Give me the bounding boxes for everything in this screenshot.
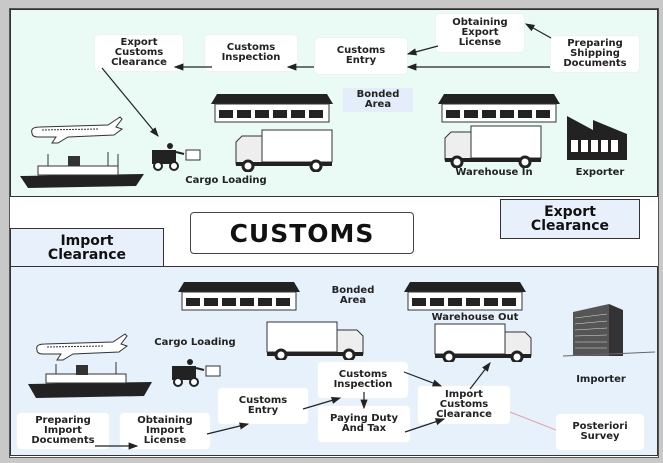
label-import-cargo-loading: Cargo Loading xyxy=(154,337,236,348)
forklift-icon xyxy=(152,143,201,171)
airplane-icon xyxy=(31,116,124,144)
truck-icon xyxy=(444,125,542,168)
factory-icon xyxy=(567,116,627,160)
warehouse-icon xyxy=(404,282,526,311)
label-import-bonded-area: Bonded Area xyxy=(331,285,375,306)
step-import-customs-inspection: Customs Inspection xyxy=(318,362,408,398)
forklift-icon xyxy=(172,359,221,387)
step-import-customs-entry: Customs Entry xyxy=(218,388,308,424)
step-export-customs-inspection: Customs Inspection xyxy=(205,35,297,71)
step-preparing-shipping-documents: Preparing Shipping Documents xyxy=(551,36,639,72)
step-preparing-import-documents: Preparing Import Documents xyxy=(17,413,109,449)
truck-icon xyxy=(235,129,333,172)
truck-icon xyxy=(434,323,532,362)
step-obtaining-export-license: Obtaining Export License xyxy=(436,14,524,52)
warehouse-icon xyxy=(438,94,560,123)
label-export-cargo-loading: Cargo Loading xyxy=(185,175,267,186)
tab-export-clearance[interactable]: Export Clearance xyxy=(500,199,640,239)
page-title: CUSTOMS xyxy=(190,212,414,254)
label-export-bonded-area: Bonded Area xyxy=(343,88,413,112)
truck-icon xyxy=(266,321,364,360)
step-obtaining-import-license: Obtaining Import License xyxy=(120,413,210,449)
tab-import-clearance[interactable]: Import Clearance xyxy=(10,228,164,267)
step-paying-duty-and-tax: Paying Duty And Tax xyxy=(318,406,410,442)
label-warehouse-in: Warehouse In xyxy=(455,167,533,178)
step-export-customs-entry: Customs Entry xyxy=(315,38,407,74)
warehouse-icon xyxy=(211,94,333,123)
warehouse-icon xyxy=(178,282,300,311)
ship-icon xyxy=(20,152,144,188)
ship-icon xyxy=(28,362,152,398)
step-import-customs-clearance: Import Customs Clearance xyxy=(418,386,510,424)
label-importer: Importer xyxy=(576,374,626,385)
label-warehouse-out: Warehouse Out xyxy=(431,312,519,323)
building-icon xyxy=(563,304,655,357)
label-exporter: Exporter xyxy=(575,167,625,178)
airplane-icon xyxy=(36,333,129,361)
step-posteriori-survey: Posteriori Survey xyxy=(556,414,644,450)
step-export-customs-clearance: Export Customs Clearance xyxy=(95,35,183,71)
